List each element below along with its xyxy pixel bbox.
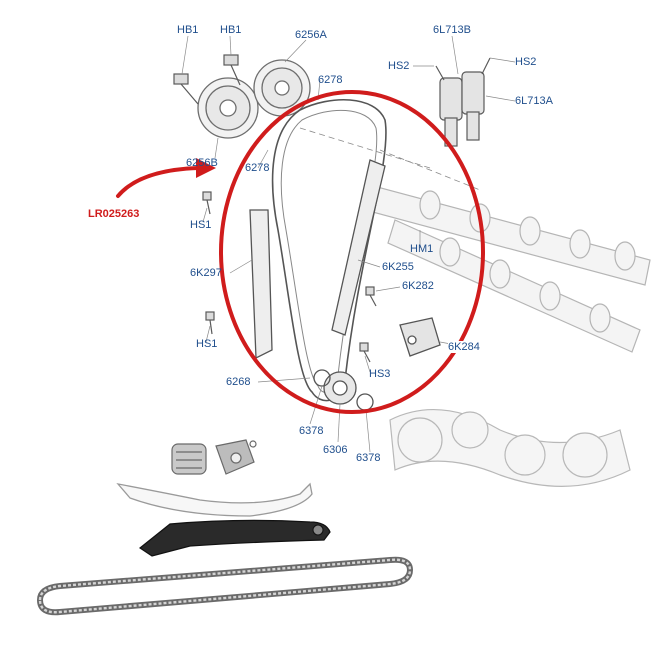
label-6k282: 6K282 bbox=[402, 280, 434, 292]
label-6378: 6378 bbox=[299, 425, 324, 437]
label-hm1: HM1 bbox=[410, 243, 434, 255]
label-6278: 6278 bbox=[245, 162, 270, 174]
camshaft-lower bbox=[387, 219, 641, 353]
label-hs2: HS2 bbox=[388, 60, 410, 72]
crankshaft bbox=[389, 409, 631, 487]
center-lines bbox=[299, 127, 481, 191]
label-hs1: HS1 bbox=[196, 338, 218, 350]
photo-tensioner bbox=[215, 439, 257, 475]
label-6268: 6268 bbox=[226, 376, 251, 388]
timing-chain-loop bbox=[271, 98, 387, 402]
label-6k255: 6K255 bbox=[382, 261, 414, 273]
photo-sprocket bbox=[171, 443, 207, 475]
label-6378: 6378 bbox=[356, 452, 381, 464]
label-6l713b: 6L713B bbox=[433, 24, 471, 36]
chain-guide-6k255 bbox=[331, 159, 386, 336]
chain-guide-6k297 bbox=[249, 209, 273, 360]
label-hs1: HS1 bbox=[190, 219, 212, 231]
label-6256a: 6256A bbox=[295, 29, 327, 41]
kit-number-label: LR025263 bbox=[88, 208, 140, 220]
label-hs2: HS2 bbox=[515, 56, 537, 68]
label-hs3: HS3 bbox=[369, 368, 391, 380]
photo-black-guide bbox=[138, 519, 331, 557]
highlight-ellipse bbox=[219, 90, 485, 414]
photo-white-guide bbox=[116, 482, 313, 517]
label-6278: 6278 bbox=[318, 74, 343, 86]
callout-arrow bbox=[116, 166, 200, 198]
label-hb1: HB1 bbox=[220, 24, 242, 36]
photo-black-guide-pivot bbox=[312, 524, 324, 536]
photo-chain bbox=[36, 556, 414, 616]
callout-arrow-head bbox=[196, 158, 216, 178]
small-bolts bbox=[202, 191, 377, 363]
label-6k284: 6K284 bbox=[448, 341, 480, 353]
label-hb1: HB1 bbox=[177, 24, 199, 36]
label-6k297: 6K297 bbox=[190, 267, 222, 279]
vvt-solenoid bbox=[435, 57, 491, 147]
label-6256b: 6256B bbox=[186, 157, 218, 169]
label-6l713a: 6L713A bbox=[515, 95, 553, 107]
crank-sprocket bbox=[323, 371, 357, 405]
vvt-sprocket-left bbox=[197, 77, 259, 139]
label-6306: 6306 bbox=[323, 444, 348, 456]
vvt-sprocket-right bbox=[253, 59, 311, 117]
chain-tensioner bbox=[399, 317, 441, 357]
